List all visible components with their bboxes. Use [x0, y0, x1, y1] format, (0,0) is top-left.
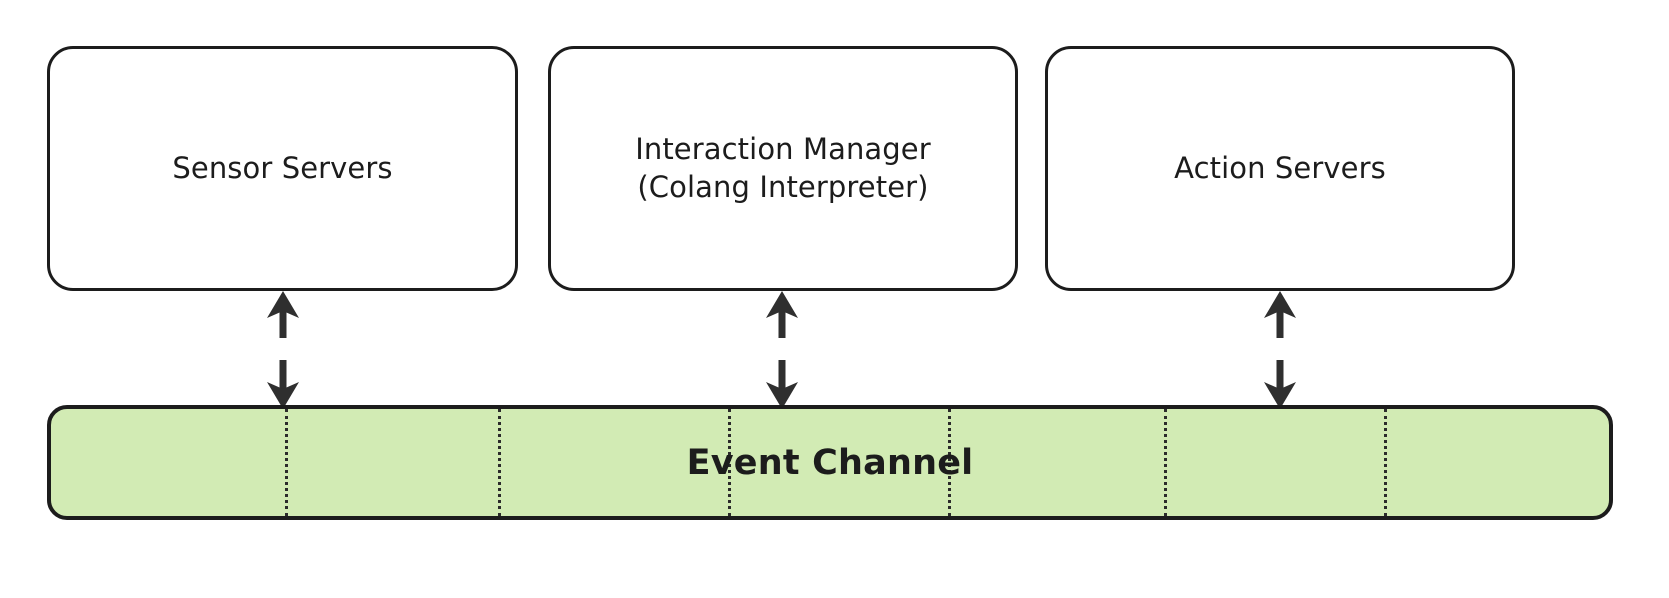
- node-action-servers[interactable]: Action Servers: [1045, 46, 1515, 291]
- arrowhead-up-icon: [1264, 291, 1296, 318]
- node-sensor-servers[interactable]: Sensor Servers: [47, 46, 518, 291]
- arrowhead-down-icon: [766, 382, 798, 409]
- channel-divider-5: [1164, 409, 1167, 516]
- node-label-sensor-servers: Sensor Servers: [172, 150, 393, 185]
- channel-divider-3: [728, 409, 731, 516]
- channel-divider-6: [1384, 409, 1387, 516]
- node-label-event-channel: Event Channel: [686, 442, 974, 483]
- channel-divider-2: [498, 409, 501, 516]
- arrowhead-up-icon: [267, 291, 299, 318]
- arrowhead-up-icon: [766, 291, 798, 318]
- node-label-interaction-manager: Interaction Manager (Colang Interpreter): [635, 132, 931, 204]
- connector-sensor-to-channel: [267, 291, 299, 409]
- arrowhead-down-icon: [1264, 382, 1296, 409]
- node-label-action-servers: Action Servers: [1174, 150, 1386, 185]
- node-event-channel[interactable]: Event Channel: [47, 405, 1613, 520]
- connector-manager-to-channel: [766, 291, 798, 409]
- arrowhead-down-icon: [267, 382, 299, 409]
- connector-action-to-channel: [1264, 291, 1296, 409]
- channel-divider-1: [285, 409, 288, 516]
- node-interaction-manager[interactable]: Interaction Manager (Colang Interpreter): [548, 46, 1018, 291]
- channel-divider-4: [948, 409, 951, 516]
